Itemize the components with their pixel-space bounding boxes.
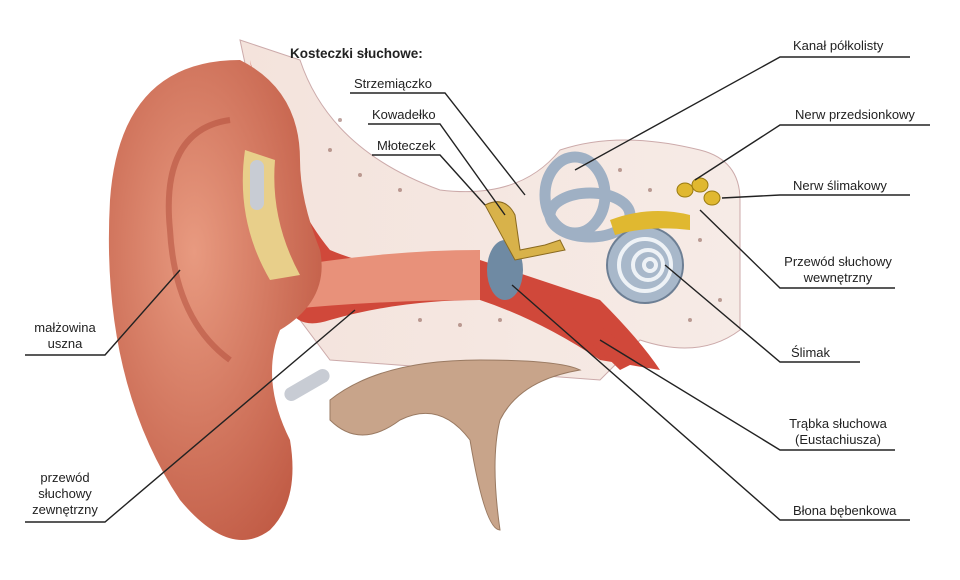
auricle — [108, 60, 322, 540]
label-auricle: małżowina uszna — [25, 320, 105, 352]
label-line: przewód — [40, 470, 90, 485]
label-line: uszna — [47, 336, 83, 351]
label-cochlear-nerve: Nerw ślimakowy — [793, 178, 887, 193]
leader-lines — [25, 56, 930, 523]
label-line: małżowina — [34, 320, 96, 335]
label-malleus: Młoteczek — [377, 138, 436, 153]
mastoid — [329, 359, 582, 531]
ossicles — [484, 201, 566, 261]
label-eustachian-tube: Trąbka słuchowa (Eustachiusza) — [783, 416, 893, 448]
label-internal-canal: Przewód słuchowy wewnętrzny — [783, 254, 893, 286]
label-line: słuchowy — [38, 486, 92, 501]
label-line: Trąbka słuchowa — [789, 416, 887, 431]
eustachian-tube — [540, 290, 640, 370]
bone-texture — [328, 118, 722, 327]
ear-canal — [270, 250, 480, 310]
label-line: zewnętrzny — [32, 502, 98, 517]
label-semicircular-canal: Kanał półkolisty — [793, 38, 884, 53]
label-eardrum: Błona bębenkowa — [793, 503, 897, 518]
label-cochlea: Ślimak — [791, 345, 831, 360]
label-line: Przewód słuchowy — [784, 254, 892, 269]
label-vestibular-nerve: Nerw przedsionkowy — [795, 107, 915, 122]
nerve-bundle — [676, 177, 721, 206]
label-external-canal: przewód słuchowy zewnętrzny — [25, 470, 105, 518]
ossicles-heading: Kosteczki słuchowe: — [290, 46, 423, 61]
label-line: (Eustachiusza) — [795, 432, 881, 447]
label-line: wewnętrzny — [803, 270, 873, 285]
nerve — [610, 211, 690, 235]
label-stapes: Strzemiączko — [354, 76, 433, 91]
label-incus: Kowadełko — [372, 107, 436, 122]
